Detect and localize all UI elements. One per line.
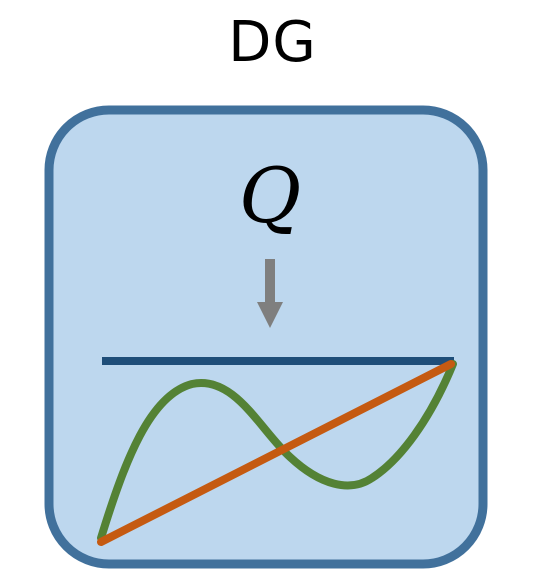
down-arrow-icon — [257, 259, 283, 328]
q-label: Q — [239, 151, 301, 240]
diagram-title: DG — [228, 10, 317, 75]
dg-box — [44, 105, 488, 569]
orange-line — [97, 360, 455, 546]
